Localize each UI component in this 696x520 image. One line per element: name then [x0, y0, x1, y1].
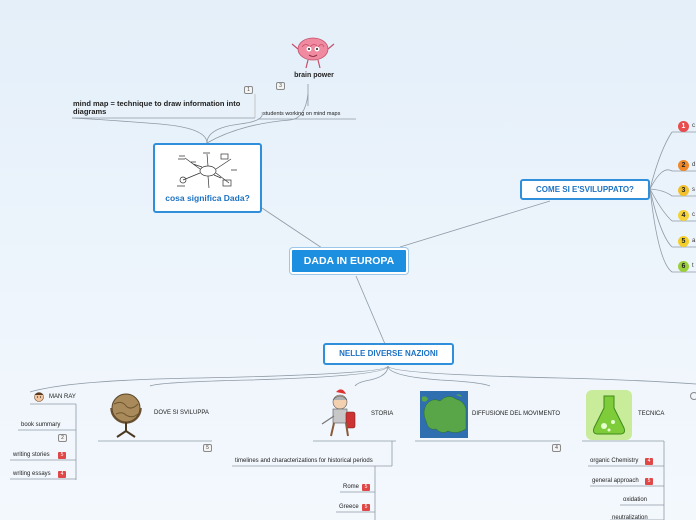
- writing-essays-badge: 4: [58, 471, 66, 478]
- topic-nelle-diverse-nazioni[interactable]: NELLE DIVERSE NAZIONI: [323, 343, 454, 365]
- central-topic[interactable]: DADA IN EUROPA: [290, 248, 408, 274]
- rome-item[interactable]: Rome: [343, 484, 360, 490]
- organic-badge: 4: [645, 458, 653, 465]
- greece-badge: 5: [362, 504, 370, 511]
- item-1-text: c: [692, 123, 695, 129]
- man-ray-label[interactable]: MAN RAY: [49, 394, 76, 400]
- brain-icon: [291, 37, 335, 69]
- item-3-circle[interactable]: 3: [678, 185, 689, 196]
- general-approach[interactable]: general approach: [592, 478, 639, 484]
- dove-si-sviluppa-label[interactable]: DOVE SI SVILUPPA: [154, 410, 209, 416]
- students-mind-maps[interactable]: students working on mind maps: [263, 111, 341, 117]
- writing-essays[interactable]: writing essays: [13, 471, 51, 477]
- definition-badge: 1: [244, 86, 253, 94]
- globe-icon: [110, 393, 142, 438]
- oxidation[interactable]: oxidation: [623, 497, 648, 503]
- roman-soldier-icon: [321, 389, 356, 437]
- book-summary[interactable]: book summary: [21, 422, 61, 428]
- greece-item[interactable]: Greece: [339, 504, 359, 510]
- writing-stories[interactable]: writing stories: [13, 452, 50, 458]
- neutralization[interactable]: neutralization: [612, 515, 648, 520]
- mind-map-sketch-icon: [176, 152, 237, 189]
- diffusione-badge: 4: [552, 444, 561, 452]
- topic-cosa-significa[interactable]: cosa significa Dada?: [153, 143, 262, 213]
- tecnica-label[interactable]: TECNICA: [638, 411, 665, 417]
- item-2-circle[interactable]: 2: [678, 160, 689, 171]
- item-3-text: s: [692, 187, 695, 193]
- item-1-circle[interactable]: 1: [678, 121, 689, 132]
- general-badge: 5: [645, 478, 653, 485]
- item-4-circle[interactable]: 4: [678, 210, 689, 221]
- item-2-text: d: [692, 162, 696, 168]
- item-5-circle[interactable]: 5: [678, 236, 689, 247]
- chemistry-flask-icon: [586, 390, 632, 440]
- cosa-label: cosa significa Dada?: [165, 193, 250, 203]
- item-6-text: t: [692, 263, 694, 269]
- diffusione-label[interactable]: DIFFUSIONE DEL MOVIMENTO: [472, 411, 561, 417]
- man-avatar-icon: [34, 392, 44, 402]
- timelines-periods[interactable]: timelines and characterizations for hist…: [235, 458, 373, 464]
- item-5-text: a: [692, 238, 696, 244]
- item-6-circle[interactable]: 6: [678, 261, 689, 272]
- storia-label[interactable]: STORIA: [371, 411, 394, 417]
- brain-badge: 3: [276, 82, 285, 90]
- organic-chemistry[interactable]: organic Chemistry: [590, 458, 639, 464]
- brain-power-label[interactable]: brain power: [294, 72, 334, 79]
- item-4-text: c: [692, 212, 695, 218]
- topic-come-si-sviluppato[interactable]: COME SI E'SVILUPPATO?: [520, 179, 650, 200]
- book-summary-badge: 2: [58, 434, 67, 442]
- dove-badge: 5: [203, 444, 212, 452]
- europe-map-icon: [420, 391, 468, 438]
- rome-badge: 5: [362, 484, 370, 491]
- writing-stories-badge: 5: [58, 452, 66, 459]
- mind-map-definition[interactable]: mind map = technique to draw information…: [73, 99, 241, 116]
- offscreen-node: [690, 392, 696, 400]
